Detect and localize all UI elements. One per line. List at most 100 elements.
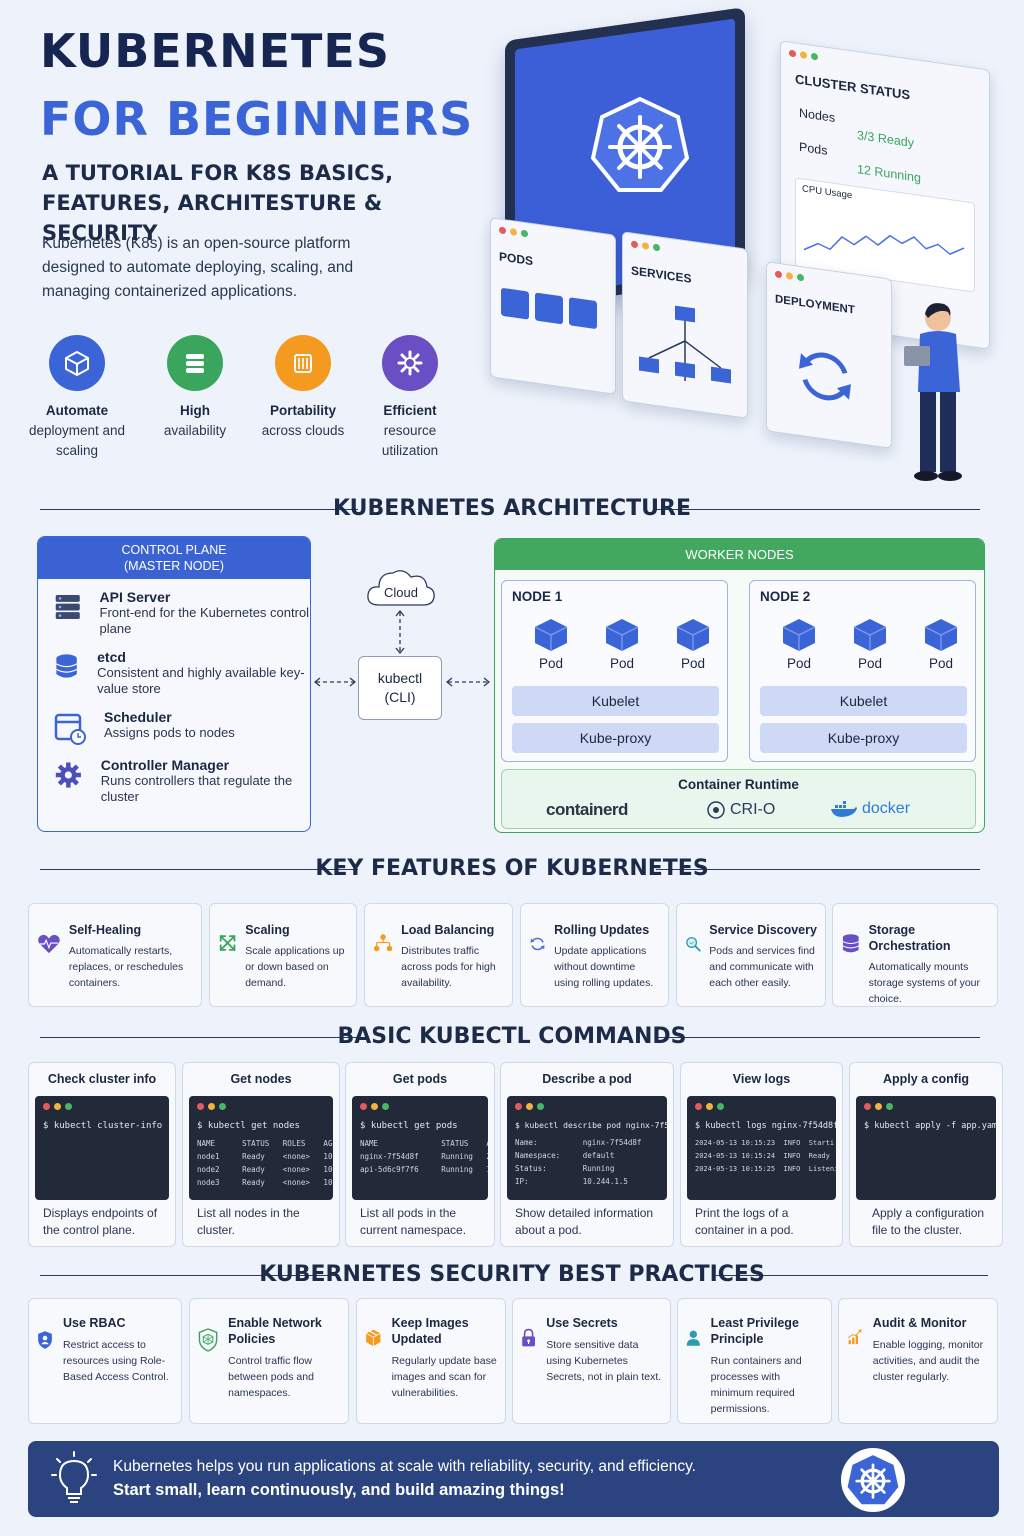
security-title: Least Privilege Principle: [710, 1316, 799, 1346]
etcd-name: etcd: [97, 649, 126, 665]
kube-proxy-bar: Kube-proxy: [512, 723, 719, 753]
crio-logo: CRI-O: [706, 800, 775, 820]
docker-label: docker: [862, 800, 911, 817]
crio-label: CRI-O: [730, 801, 776, 818]
node-title: NODE 1: [512, 589, 563, 604]
feature-title: Self-Healing: [68, 923, 142, 937]
kube-proxy-bar: Kube-proxy: [760, 723, 967, 753]
command-card: Check cluster info $ kubectl cluster-inf…: [28, 1062, 176, 1247]
pod-cube-icon: [782, 619, 816, 651]
terminal: $ kubectl apply -f app.yaml: [856, 1096, 996, 1200]
pod-cubes: [501, 287, 597, 330]
gear-icon: [55, 762, 81, 788]
terminal: $ kubectl get pods NAME STATUS AGE nginx…: [352, 1096, 488, 1200]
lock-icon: [522, 1328, 535, 1347]
feature-title: Storage Orchestration: [868, 923, 951, 953]
command-title: Apply a config: [882, 1072, 970, 1086]
pod-cube-icon: [676, 619, 710, 651]
heart-pulse-icon: [38, 934, 60, 954]
security-desc: Regularly update base images and scan fo…: [391, 1355, 497, 1399]
security-desc: Store sensitive data using Kubernetes Se…: [546, 1339, 662, 1383]
commands-heading: BASIC KUBECTL COMMANDS: [337, 1024, 687, 1049]
kubelet-bar: Kubelet: [760, 686, 967, 716]
feature-desc: Update applications without downtime usi…: [554, 945, 654, 989]
pods-label: Pods: [799, 139, 828, 158]
chart-up-icon: [847, 1329, 862, 1345]
command-title: Get pods: [392, 1072, 448, 1086]
gear-icon: [382, 335, 438, 391]
expand-arrows-icon: [219, 935, 236, 951]
command-desc: Show detailed information about a pod.: [515, 1206, 654, 1237]
footer-line1: Kubernetes helps you run applications at…: [113, 1458, 696, 1475]
feature-desc: Automatically mounts storage systems of …: [868, 961, 981, 1005]
kubelet-bar: Kubelet: [512, 686, 719, 716]
security-heading: KUBERNETES SECURITY BEST PRACTICES: [259, 1262, 765, 1287]
kubectl-cli-label: (CLI): [384, 689, 416, 705]
services-window: SERVICES: [622, 231, 748, 419]
database-icon: [842, 934, 859, 953]
divider: [656, 1037, 980, 1038]
server-icon: [55, 594, 80, 620]
lightbulb-icon: [51, 1451, 97, 1503]
kubectl-box: kubectl (CLI): [358, 656, 442, 720]
crio-icon: [707, 801, 725, 819]
feature-desc: Pods and services find and communicate w…: [709, 945, 815, 989]
pod-label: Pod: [609, 656, 635, 671]
intro-text: Kubernetes (K8s) is an open-source platf…: [42, 235, 354, 300]
security-title: Enable Network Policies: [228, 1316, 322, 1346]
cube-icon: [49, 335, 105, 391]
benefit-automate: Automate deployment and scaling: [27, 335, 127, 461]
divider: [40, 869, 358, 870]
feature-desc: Automatically restarts, replaces, or res…: [68, 945, 184, 989]
command-desc: Displays endpoints of the control plane.: [43, 1206, 158, 1237]
benefit-title: Automate: [45, 403, 109, 418]
feature-desc: Scale applications up or down based on d…: [245, 945, 345, 989]
command-line: $ kubectl apply -f app.yaml: [864, 1121, 996, 1131]
cloud-icon: [367, 570, 435, 606]
benefit-title: Efficient: [383, 403, 437, 418]
command-desc: List all nodes in the cluster.: [197, 1206, 300, 1237]
box-icon: [365, 1329, 381, 1347]
divider: [716, 1275, 988, 1276]
command-card: Apply a config $ kubectl apply -f app.ya…: [849, 1062, 1003, 1247]
security-title: Keep Images Updated: [391, 1316, 469, 1346]
security-desc: Control traffic flow between pods and na…: [228, 1355, 314, 1399]
connector-arrow: [446, 677, 490, 687]
pod-label: Pod: [680, 656, 706, 671]
footer-logo: [841, 1448, 905, 1512]
network-icon: [373, 934, 393, 952]
command-title: Check cluster info: [47, 1072, 157, 1086]
command-desc: List all pods in the current namespace.: [360, 1206, 467, 1237]
pod: Pod: [916, 617, 966, 671]
cloud-label: Cloud: [384, 585, 418, 600]
controller-manager-desc: Runs controllers that regulate the clust…: [100, 773, 293, 804]
pod-cube-icon: [605, 619, 639, 651]
command-line: $ kubectl get nodes: [197, 1121, 300, 1131]
feature-title: Scaling: [245, 923, 290, 937]
security-desc: Restrict access to resources using Role-…: [63, 1339, 169, 1383]
database-icon: [167, 335, 223, 391]
benefit-title: Portability: [269, 403, 336, 418]
scheduler-name: Scheduler: [104, 709, 172, 725]
calendar-clock-icon: [54, 713, 86, 745]
control-plane-header: CONTROL PLANE (MASTER NODE): [38, 537, 310, 579]
cloud-node: Cloud: [365, 565, 437, 609]
security-title: Use Secrets: [546, 1316, 618, 1330]
pod-cube-icon: [853, 619, 887, 651]
benefit-desc: resource utilization: [381, 423, 439, 458]
kubernetes-logo-icon: [847, 1455, 899, 1505]
divider: [40, 509, 358, 510]
security-desc: Enable logging, monitor activities, and …: [872, 1339, 984, 1383]
command-card: Get pods $ kubectl get pods NAME STATUS …: [345, 1062, 495, 1247]
benefit-desc: deployment and scaling: [28, 423, 126, 458]
deployment-window-title: DEPLOYMENT: [775, 293, 855, 317]
node-title: NODE 2: [760, 589, 811, 604]
command-desc: Apply a configuration file to the cluste…: [872, 1206, 985, 1237]
security-desc: Run containers and processes with minimu…: [710, 1355, 802, 1415]
worker-nodes-header: WORKER NODES: [495, 539, 984, 570]
